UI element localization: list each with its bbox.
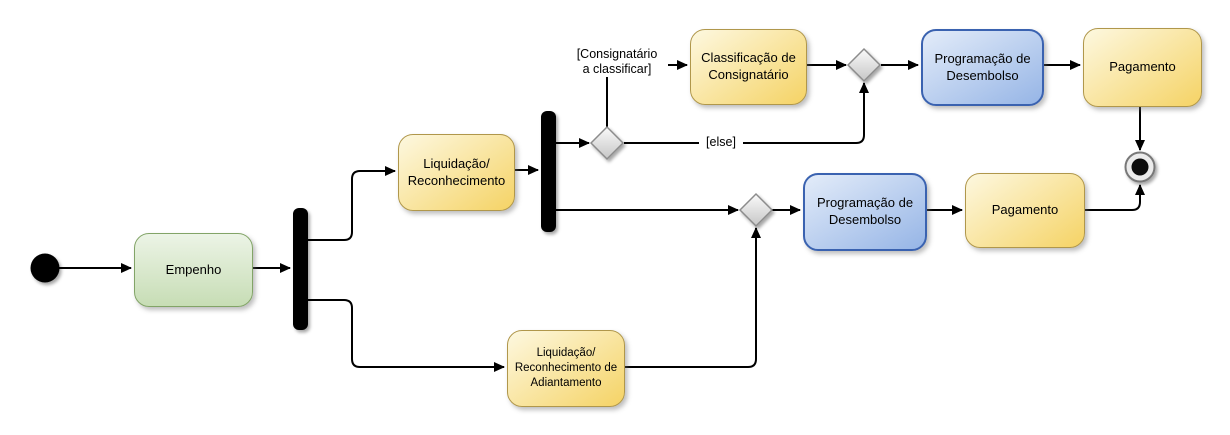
initial-node <box>30 253 60 283</box>
edge-pagamento-bottom-to-end <box>1084 184 1145 211</box>
activity-liquidacao-adiantamento: Liquidação/ Reconhecimento de Adiantamen… <box>507 330 625 407</box>
activity-empenho: Empenho <box>134 233 253 307</box>
activity-classificacao-consignatario: Classificação de Consignatário <box>690 29 807 105</box>
activity-programacao-desembolso-top: Programação de Desembolso <box>921 29 1044 106</box>
fork-bar-1 <box>293 208 308 330</box>
edge-decision-else-to-merge <box>624 82 869 144</box>
merge-diamond-bottom <box>738 192 774 228</box>
edge-fork1-to-liquidacao <box>308 166 396 241</box>
activity-programacao-desembolso-bottom: Programação de Desembolso <box>803 173 927 251</box>
edge-fork1-to-adiantamento <box>308 299 505 372</box>
guard-label-consignatario: [Consignatário a classificar] <box>566 47 668 77</box>
merge-diamond-top <box>846 47 882 83</box>
fork-bar-2 <box>541 111 556 232</box>
activity-pagamento-bottom: Pagamento <box>965 173 1085 248</box>
decision-diamond-consignatario <box>589 125 625 161</box>
final-node <box>1124 151 1156 183</box>
guard-label-else: [else] <box>699 135 743 150</box>
activity-liquidacao-reconhecimento: Liquidação/ Reconhecimento <box>398 134 515 211</box>
activity-pagamento-top: Pagamento <box>1083 28 1202 107</box>
edge-adiantamento-to-merge-bottom <box>623 227 761 368</box>
